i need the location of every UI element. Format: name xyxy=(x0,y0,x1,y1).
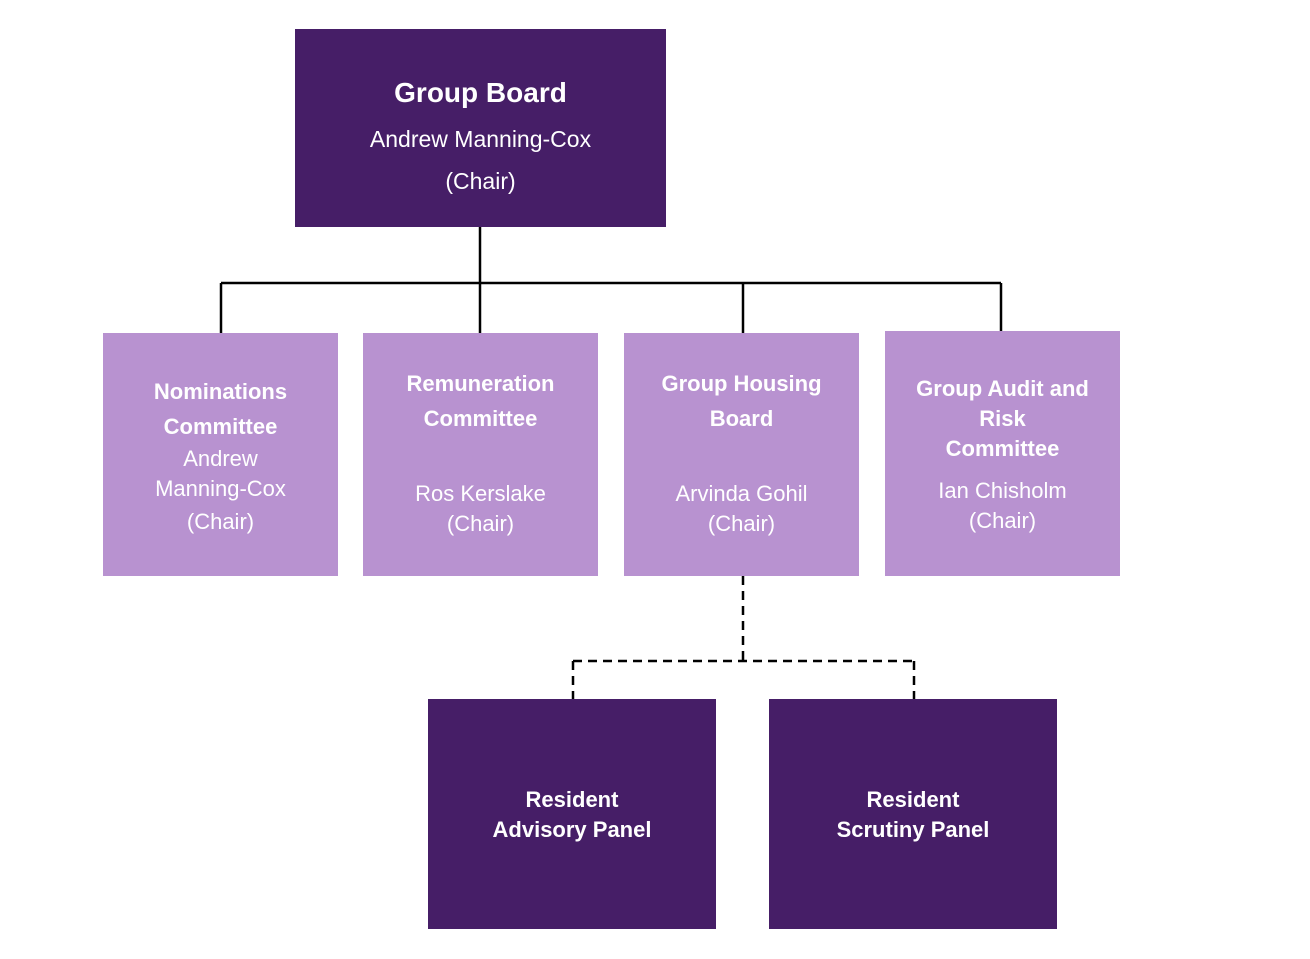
remuneration-committee-box: Remuneration Committee Ros Kerslake (Cha… xyxy=(363,333,598,576)
committee-chair-name-line: Andrew xyxy=(183,446,258,471)
resident-advisory-panel-box: Resident Advisory Panel xyxy=(428,699,716,929)
committee-chair-name-line: Arvinda Gohil xyxy=(675,481,808,506)
committee-title-line: Nominations xyxy=(153,379,288,404)
committee-title-line: Committee xyxy=(945,436,1060,461)
committee-chair-role: (Chair) xyxy=(186,509,255,534)
panel-title-line: Resident xyxy=(866,787,960,812)
committee-title-line: Group Audit and xyxy=(916,376,1089,401)
group-audit-risk-committee-box: Group Audit and Risk Committee Ian Chish… xyxy=(885,331,1120,576)
panel-title-line: Resident xyxy=(525,787,619,812)
committee-title-line: Group Housing xyxy=(661,371,822,396)
committee-chair-name-line: Ian Chisholm xyxy=(938,478,1067,503)
committee-chair-role: (Chair) xyxy=(446,511,515,536)
nominations-committee-box: Nominations Committee Andrew Manning-Cox… xyxy=(103,333,338,576)
group-board-box: Group Board Andrew Manning-Cox (Chair) xyxy=(295,29,666,227)
committee-title-line: Remuneration xyxy=(406,371,555,396)
committee-chair-name-line: Ros Kerslake xyxy=(415,481,546,506)
group-board-chair-role: (Chair) xyxy=(445,168,516,194)
committee-title-line: Committee xyxy=(423,406,538,431)
panel-title-line: Scrutiny Panel xyxy=(836,817,990,842)
group-housing-board-box: Group Housing Board Arvinda Gohil (Chair… xyxy=(624,333,859,576)
committee-chair-name-line: Manning-Cox xyxy=(155,476,286,501)
committee-title-line: Board xyxy=(709,406,774,431)
committee-chair-role: (Chair) xyxy=(968,508,1037,533)
committee-chair-role: (Chair) xyxy=(707,511,776,536)
committee-title-line: Committee xyxy=(163,414,278,439)
group-board-chair-name: Andrew Manning-Cox xyxy=(369,126,592,152)
resident-scrutiny-panel-box: Resident Scrutiny Panel xyxy=(769,699,1057,929)
panel-title-line: Advisory Panel xyxy=(492,817,652,842)
committee-title-line: Risk xyxy=(979,406,1026,431)
group-board-title: Group Board xyxy=(394,77,567,108)
